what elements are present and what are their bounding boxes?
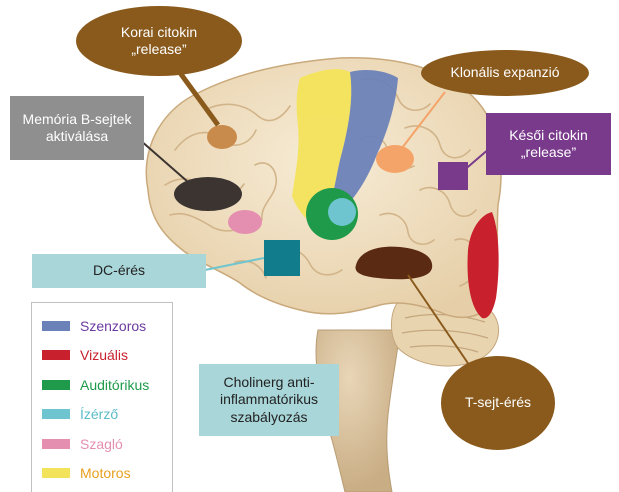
cholinergic-callout: Cholinerg anti- inflammatórikus szabályo… (199, 364, 339, 436)
clonal-expansion-label: Klonális expanzió (451, 64, 560, 82)
late-cytokine-label: Késői citokin „release” (509, 127, 588, 162)
memory-b-label: Memória B-sejtek aktiválása (23, 111, 132, 146)
t-cell-label: T-sejt-érés (465, 394, 531, 412)
legend-item-motor: Motoros (32, 459, 172, 489)
memory-b-callout: Memória B-sejtek aktiválása (10, 96, 144, 160)
early-cytokine-marker (207, 125, 237, 149)
dc-maturation-marker (264, 240, 300, 276)
cholinergic-label: Cholinerg anti- inflammatórikus szabályo… (220, 374, 318, 427)
legend-label: Szenzoros (80, 318, 146, 334)
legend-swatch (42, 409, 70, 419)
legend-item-gustatory: Ízérző (32, 400, 172, 430)
legend-swatch (42, 439, 70, 449)
legend: Szenzoros Vizuális Auditórikus Ízérző Sz… (31, 302, 173, 492)
legend-item-sensory: Szenzoros (32, 311, 172, 341)
late-cytokine-marker (438, 162, 468, 190)
legend-label: Ízérző (80, 406, 118, 422)
legend-label: Auditórikus (80, 377, 149, 393)
legend-swatch (42, 468, 70, 478)
legend-item-olfactory: Szagló (32, 429, 172, 459)
memory-b-marker (174, 177, 242, 211)
legend-item-auditory: Auditórikus (32, 370, 172, 400)
legend-label: Motoros (80, 465, 131, 481)
legend-label: Vizuális (80, 347, 128, 363)
legend-label: Szagló (80, 436, 123, 452)
legend-swatch (42, 321, 70, 331)
t-cell-callout: T-sejt-érés (441, 356, 555, 450)
early-cytokine-label: Korai citokin „release” (121, 24, 197, 59)
legend-item-visual: Vizuális (32, 341, 172, 371)
legend-swatch (42, 350, 70, 360)
dc-maturation-callout: DC-érés (32, 254, 206, 288)
clonal-expansion-marker (376, 145, 414, 173)
olfactory-cortex (228, 210, 262, 234)
clonal-expansion-callout: Klonális expanzió (421, 50, 589, 96)
late-cytokine-callout: Késői citokin „release” (486, 113, 611, 175)
dc-maturation-label: DC-érés (93, 262, 145, 280)
gustatory-cortex (328, 198, 356, 226)
early-cytokine-callout: Korai citokin „release” (76, 6, 242, 76)
legend-swatch (42, 380, 70, 390)
